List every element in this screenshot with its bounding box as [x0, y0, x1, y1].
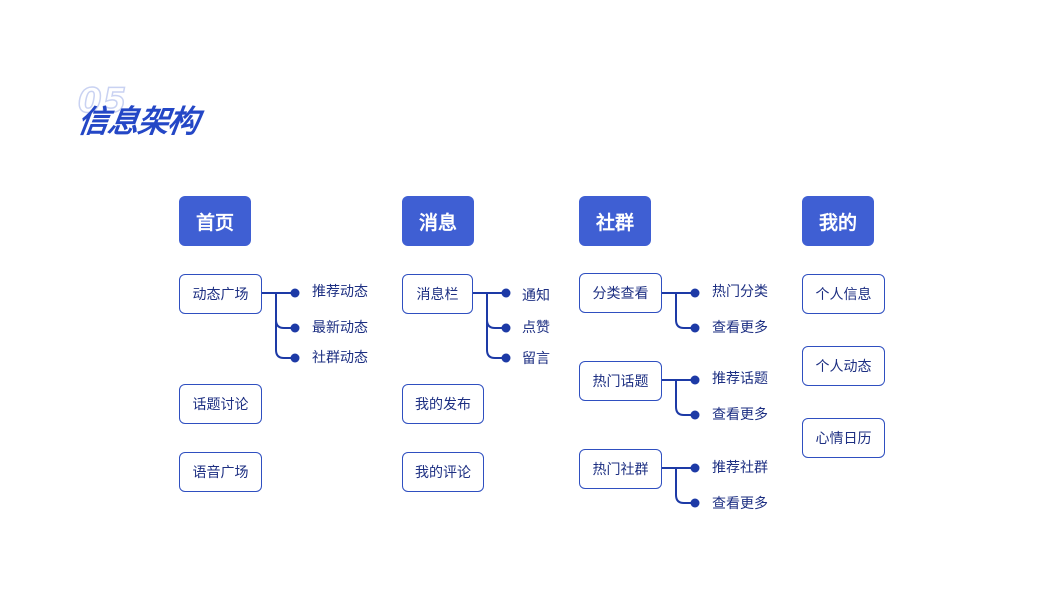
connector-path: [662, 379, 695, 416]
leaf-recommended-topics[interactable]: 推荐话题: [712, 371, 768, 387]
connector-dot: [690, 498, 700, 508]
connector-dot: [501, 288, 511, 298]
connector-dot: [501, 323, 511, 333]
connector-dot: [290, 323, 300, 333]
node-my-reviews[interactable]: 我的评论: [402, 452, 484, 492]
leaf-latest-dynamic[interactable]: 最新动态: [312, 320, 368, 336]
leaf-likes[interactable]: 点赞: [522, 320, 550, 336]
connector-dot: [501, 353, 511, 363]
leaf-view-more-3[interactable]: 查看更多: [712, 496, 768, 512]
leaf-recommended-communities[interactable]: 推荐社群: [712, 460, 768, 476]
node-message-bar[interactable]: 消息栏: [402, 274, 473, 314]
node-mood-calendar[interactable]: 心情日历: [802, 418, 885, 458]
leaf-community-dynamic[interactable]: 社群动态: [312, 350, 368, 366]
leaf-comments[interactable]: 留言: [522, 351, 550, 367]
connector-dot: [290, 288, 300, 298]
node-personal-info[interactable]: 个人信息: [802, 274, 885, 314]
connector-tree-2: [662, 288, 700, 333]
node-hot-topics[interactable]: 热门话题: [579, 361, 662, 401]
connector-tree-1: [473, 288, 511, 363]
leaf-view-more-1[interactable]: 查看更多: [712, 320, 768, 336]
node-personal-dynamic[interactable]: 个人动态: [802, 346, 885, 386]
header-community[interactable]: 社群: [579, 196, 651, 246]
header-messages[interactable]: 消息: [402, 196, 474, 246]
node-topic-discussion[interactable]: 话题讨论: [179, 384, 262, 424]
page-title: 05 信息架构: [75, 81, 248, 144]
header-home[interactable]: 首页: [179, 196, 251, 246]
node-dynamic-square[interactable]: 动态广场: [179, 274, 262, 314]
connector-tree-0: [262, 288, 300, 363]
leaf-recommended-dynamic[interactable]: 推荐动态: [312, 284, 368, 300]
section-number: 05: [77, 81, 128, 121]
connector-path: [473, 292, 506, 359]
node-hot-communities[interactable]: 热门社群: [579, 449, 662, 489]
header-mine[interactable]: 我的: [802, 196, 874, 246]
node-my-posts[interactable]: 我的发布: [402, 384, 484, 424]
connector-dot: [690, 410, 700, 420]
connector-tree-4: [662, 463, 700, 508]
connector-path: [662, 467, 695, 504]
node-category-view[interactable]: 分类查看: [579, 273, 662, 313]
connector-path: [262, 292, 295, 359]
connector-path: [662, 292, 695, 329]
connector-dot: [690, 375, 700, 385]
connector-dot: [290, 353, 300, 363]
connector-tree-3: [662, 375, 700, 420]
connector-dot: [690, 288, 700, 298]
leaf-hot-category[interactable]: 热门分类: [712, 284, 768, 300]
connector-dot: [690, 463, 700, 473]
connector-dot: [690, 323, 700, 333]
leaf-notifications[interactable]: 通知: [522, 288, 550, 304]
leaf-view-more-2[interactable]: 查看更多: [712, 407, 768, 423]
node-voice-square[interactable]: 语音广场: [179, 452, 262, 492]
